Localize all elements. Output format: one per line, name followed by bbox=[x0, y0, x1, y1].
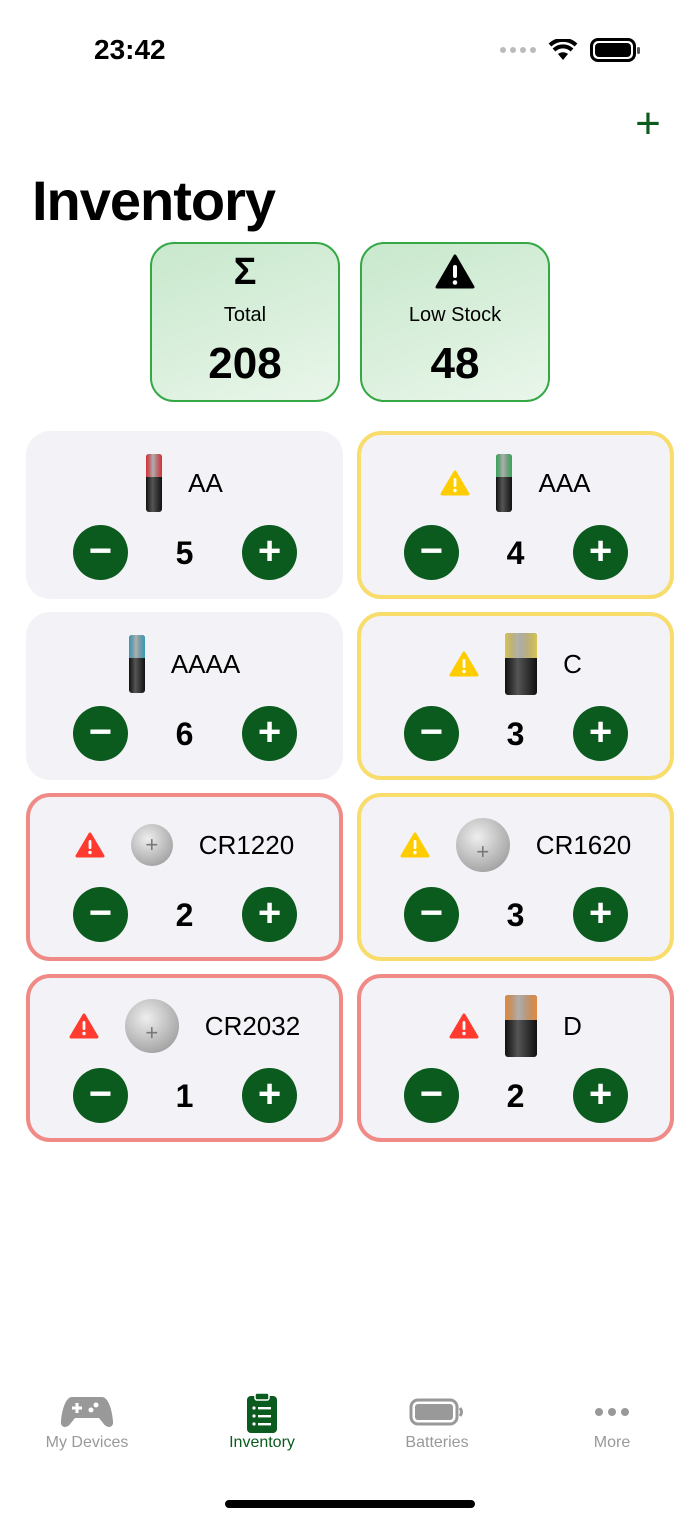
low-stock-label: Low Stock bbox=[408, 304, 502, 326]
tab-label: Inventory bbox=[229, 1434, 295, 1451]
battery-count: 1 bbox=[175, 1078, 194, 1114]
tab-more[interactable]: More bbox=[542, 1390, 682, 1452]
tab-bar: My Devices Inventory Batteries More bbox=[0, 1390, 700, 1470]
battery-card: AAAA − 6 + bbox=[26, 612, 343, 780]
warning-icon bbox=[75, 832, 105, 858]
increment-button[interactable]: + bbox=[242, 887, 297, 942]
increment-button[interactable]: + bbox=[573, 706, 628, 761]
decrement-button[interactable]: − bbox=[73, 706, 128, 761]
increment-button[interactable]: + bbox=[242, 706, 297, 761]
tab-batteries[interactable]: Batteries bbox=[367, 1390, 507, 1452]
sigma-icon: Σ bbox=[233, 251, 257, 293]
coin-cell-icon: + bbox=[124, 999, 179, 1053]
battery-card: + CR1620 − 3 + bbox=[357, 793, 674, 961]
decrement-button[interactable]: − bbox=[404, 706, 459, 761]
status-time: 23:42 bbox=[94, 34, 166, 65]
battery-name: D bbox=[563, 1010, 582, 1041]
signal-icon bbox=[500, 47, 536, 53]
increment-button[interactable]: + bbox=[573, 1068, 628, 1123]
total-value: 208 bbox=[208, 339, 282, 388]
battery-name: AAAA bbox=[170, 648, 241, 679]
battery-name: CR1620 bbox=[535, 829, 632, 860]
battery-name: AAA bbox=[538, 467, 591, 498]
add-button[interactable]: + bbox=[635, 99, 661, 148]
battery-cell-icon bbox=[505, 995, 538, 1057]
status-indicators bbox=[500, 38, 640, 62]
battery-count: 2 bbox=[175, 897, 194, 933]
warning-icon bbox=[69, 1013, 99, 1039]
battery-card: + CR2032 − 1 + bbox=[26, 974, 343, 1142]
warning-icon bbox=[449, 1013, 479, 1039]
battery-name: CR1220 bbox=[198, 829, 295, 860]
battery-name: CR2032 bbox=[204, 1010, 301, 1041]
battery-card: C − 3 + bbox=[357, 612, 674, 780]
increment-button[interactable]: + bbox=[242, 1068, 297, 1123]
battery-card: AA − 5 + bbox=[26, 431, 343, 599]
battery-cell-icon bbox=[496, 454, 513, 512]
decrement-button[interactable]: − bbox=[73, 1068, 128, 1123]
battery-cell-icon bbox=[146, 454, 163, 512]
decrement-button[interactable]: − bbox=[73, 887, 128, 942]
battery-count: 3 bbox=[506, 897, 525, 933]
warning-icon bbox=[400, 832, 430, 858]
battery-cell-icon bbox=[505, 633, 538, 695]
coin-cell-icon: + bbox=[455, 818, 510, 872]
battery-icon bbox=[409, 1398, 463, 1426]
battery-status-icon bbox=[590, 38, 640, 62]
battery-card: + CR1220 − 2 + bbox=[26, 793, 343, 961]
battery-name: C bbox=[563, 648, 582, 679]
warning-icon bbox=[440, 470, 470, 496]
tab-my-devices[interactable]: My Devices bbox=[17, 1390, 157, 1452]
decrement-button[interactable]: − bbox=[73, 525, 128, 580]
increment-button[interactable]: + bbox=[573, 887, 628, 942]
battery-count: 4 bbox=[506, 535, 525, 571]
warning-icon bbox=[362, 254, 548, 290]
tab-label: Batteries bbox=[405, 1434, 469, 1451]
home-indicator bbox=[225, 1500, 475, 1508]
battery-count: 6 bbox=[175, 716, 194, 752]
low-stock-summary-card: Low Stock 48 bbox=[360, 242, 550, 402]
tab-label: More bbox=[593, 1434, 631, 1451]
tab-inventory[interactable]: Inventory bbox=[192, 1390, 332, 1452]
low-stock-value: 48 bbox=[430, 339, 480, 388]
more-icon bbox=[595, 1408, 629, 1416]
tab-label: My Devices bbox=[45, 1434, 129, 1451]
page-title: Inventory bbox=[32, 169, 276, 232]
battery-card: AAA − 4 + bbox=[357, 431, 674, 599]
decrement-button[interactable]: − bbox=[404, 525, 459, 580]
battery-name: AA bbox=[188, 467, 223, 498]
clipboard-list-icon bbox=[247, 1392, 277, 1433]
total-summary-card: Σ Total 208 bbox=[150, 242, 340, 402]
battery-count: 5 bbox=[175, 535, 194, 571]
gamepad-icon bbox=[60, 1397, 114, 1427]
increment-button[interactable]: + bbox=[242, 525, 297, 580]
wifi-icon bbox=[548, 39, 578, 60]
battery-count: 3 bbox=[506, 716, 525, 752]
battery-cell-icon bbox=[128, 635, 145, 693]
warning-icon bbox=[449, 651, 479, 677]
battery-card: D − 2 + bbox=[357, 974, 674, 1142]
total-label: Total bbox=[223, 304, 267, 326]
increment-button[interactable]: + bbox=[573, 525, 628, 580]
coin-cell-icon: + bbox=[130, 824, 173, 866]
decrement-button[interactable]: − bbox=[404, 1068, 459, 1123]
battery-count: 2 bbox=[506, 1078, 525, 1114]
decrement-button[interactable]: − bbox=[404, 887, 459, 942]
